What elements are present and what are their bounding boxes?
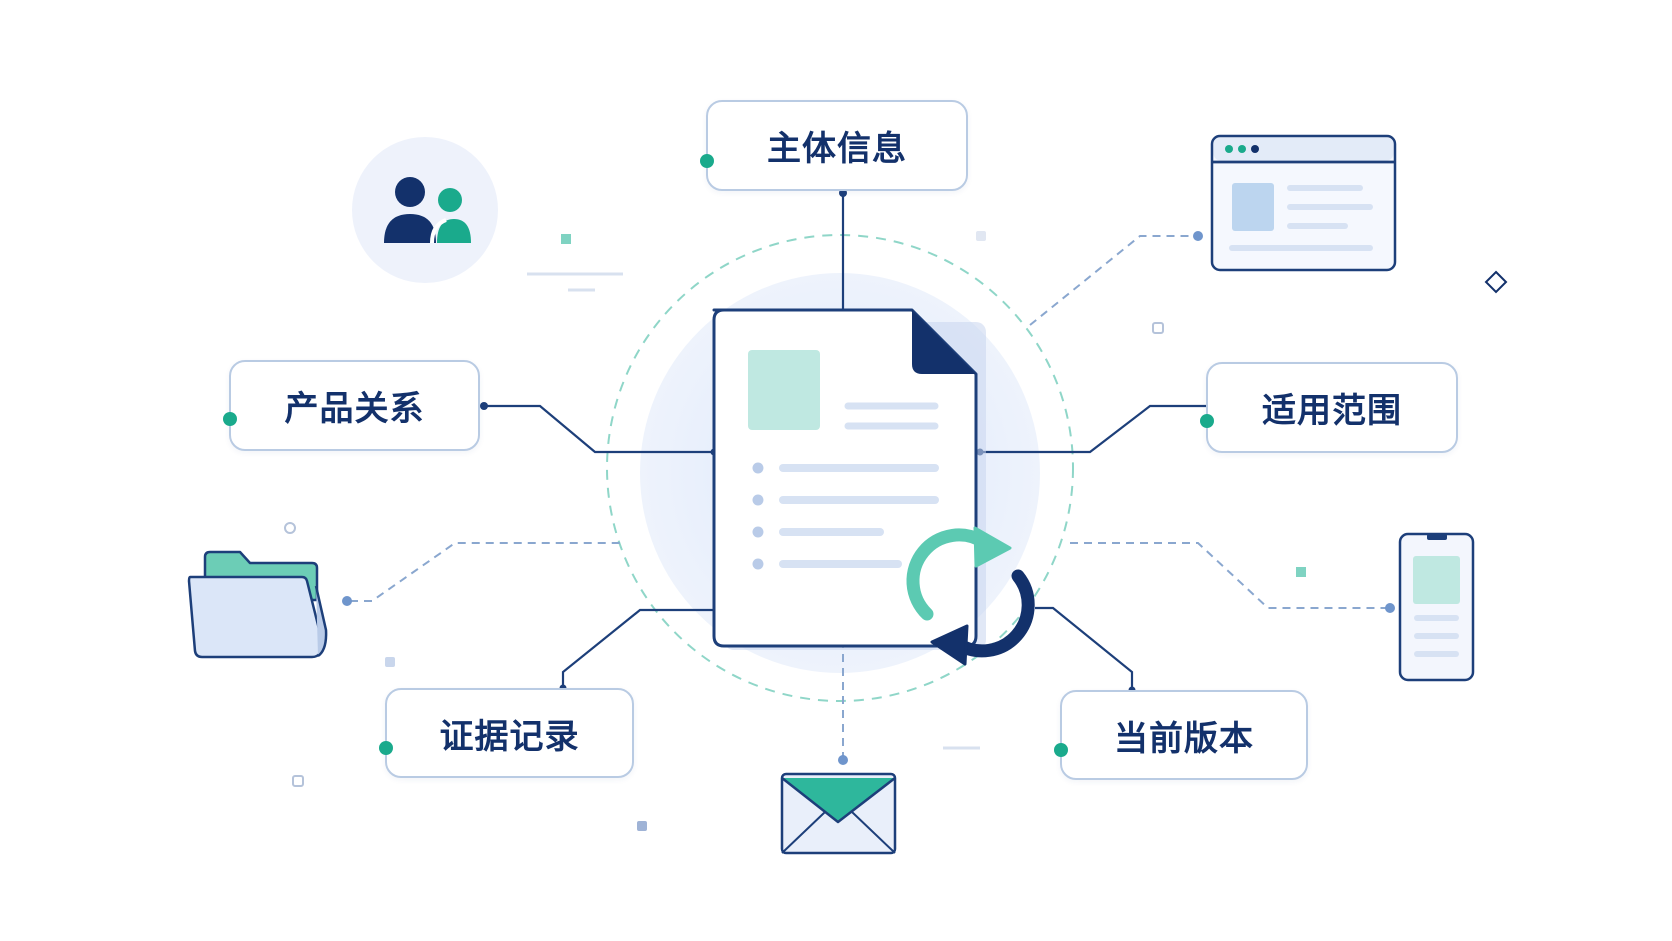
users-icon	[352, 137, 498, 283]
center-dashed-ring	[606, 234, 1074, 702]
connector-current-version	[1035, 606, 1134, 692]
node-subject-info: 主体信息	[700, 100, 968, 191]
node-marker-dot	[700, 154, 714, 168]
browser-window-icon	[1210, 134, 1397, 272]
node-label: 当前版本	[1114, 718, 1254, 759]
solid-connectors	[484, 193, 1213, 692]
node-marker-dot	[1054, 743, 1068, 757]
node-label: 证据记录	[439, 716, 580, 757]
mobile-phone-icon	[1398, 532, 1475, 682]
node-label: 产品关系	[284, 389, 425, 429]
connector-product-relations	[484, 404, 714, 454]
dashed-to-folder	[350, 542, 620, 602]
folder-icon	[187, 550, 328, 659]
dashed-connectors	[350, 235, 1390, 760]
node-evidence-records: 证据记录	[379, 688, 634, 778]
connector-evidence-records	[561, 608, 714, 690]
node-marker-dot	[1200, 414, 1214, 428]
mail-icon	[780, 772, 897, 855]
decorations	[284, 231, 1508, 831]
document-icon	[712, 308, 986, 650]
dashed-to-browser	[1029, 235, 1198, 326]
sync-icon	[906, 526, 1035, 666]
node-product-relations: 产品关系	[223, 360, 480, 451]
connector-scope	[980, 404, 1213, 454]
node-scope: 适用范围	[1200, 362, 1458, 453]
node-label: 适用范围	[1262, 391, 1402, 431]
node-current-version: 当前版本	[1054, 690, 1308, 780]
node-marker-dot	[223, 412, 237, 426]
dashed-to-mobile	[1070, 542, 1390, 609]
dashed-endpoints	[342, 231, 1395, 765]
node-label: 主体信息	[767, 129, 907, 169]
node-marker-dot	[379, 741, 393, 755]
